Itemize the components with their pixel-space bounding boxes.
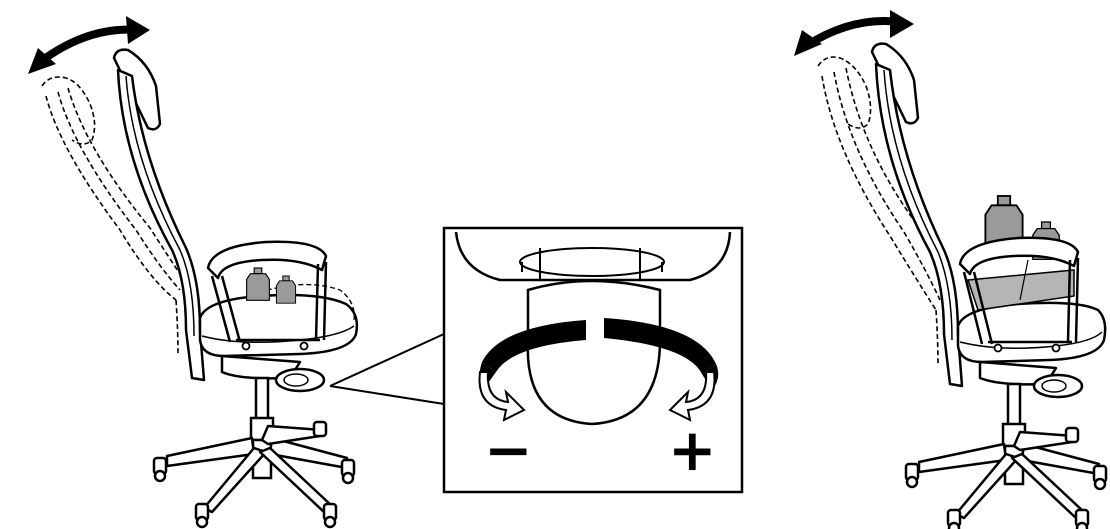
tension-knob-callout: − + xyxy=(330,228,742,492)
minus-label: − xyxy=(484,416,533,484)
left-chair xyxy=(28,16,357,527)
backrest-right xyxy=(872,44,962,386)
plus-label: + xyxy=(668,416,717,484)
tension-knob xyxy=(528,281,660,424)
tension-knob-small-right xyxy=(1034,375,1082,397)
backrest xyxy=(114,50,204,380)
tension-knob-small xyxy=(276,369,324,391)
tilt-arrow-icon-right xyxy=(806,21,900,46)
right-chair xyxy=(794,10,1106,529)
seat-right xyxy=(958,303,1105,397)
